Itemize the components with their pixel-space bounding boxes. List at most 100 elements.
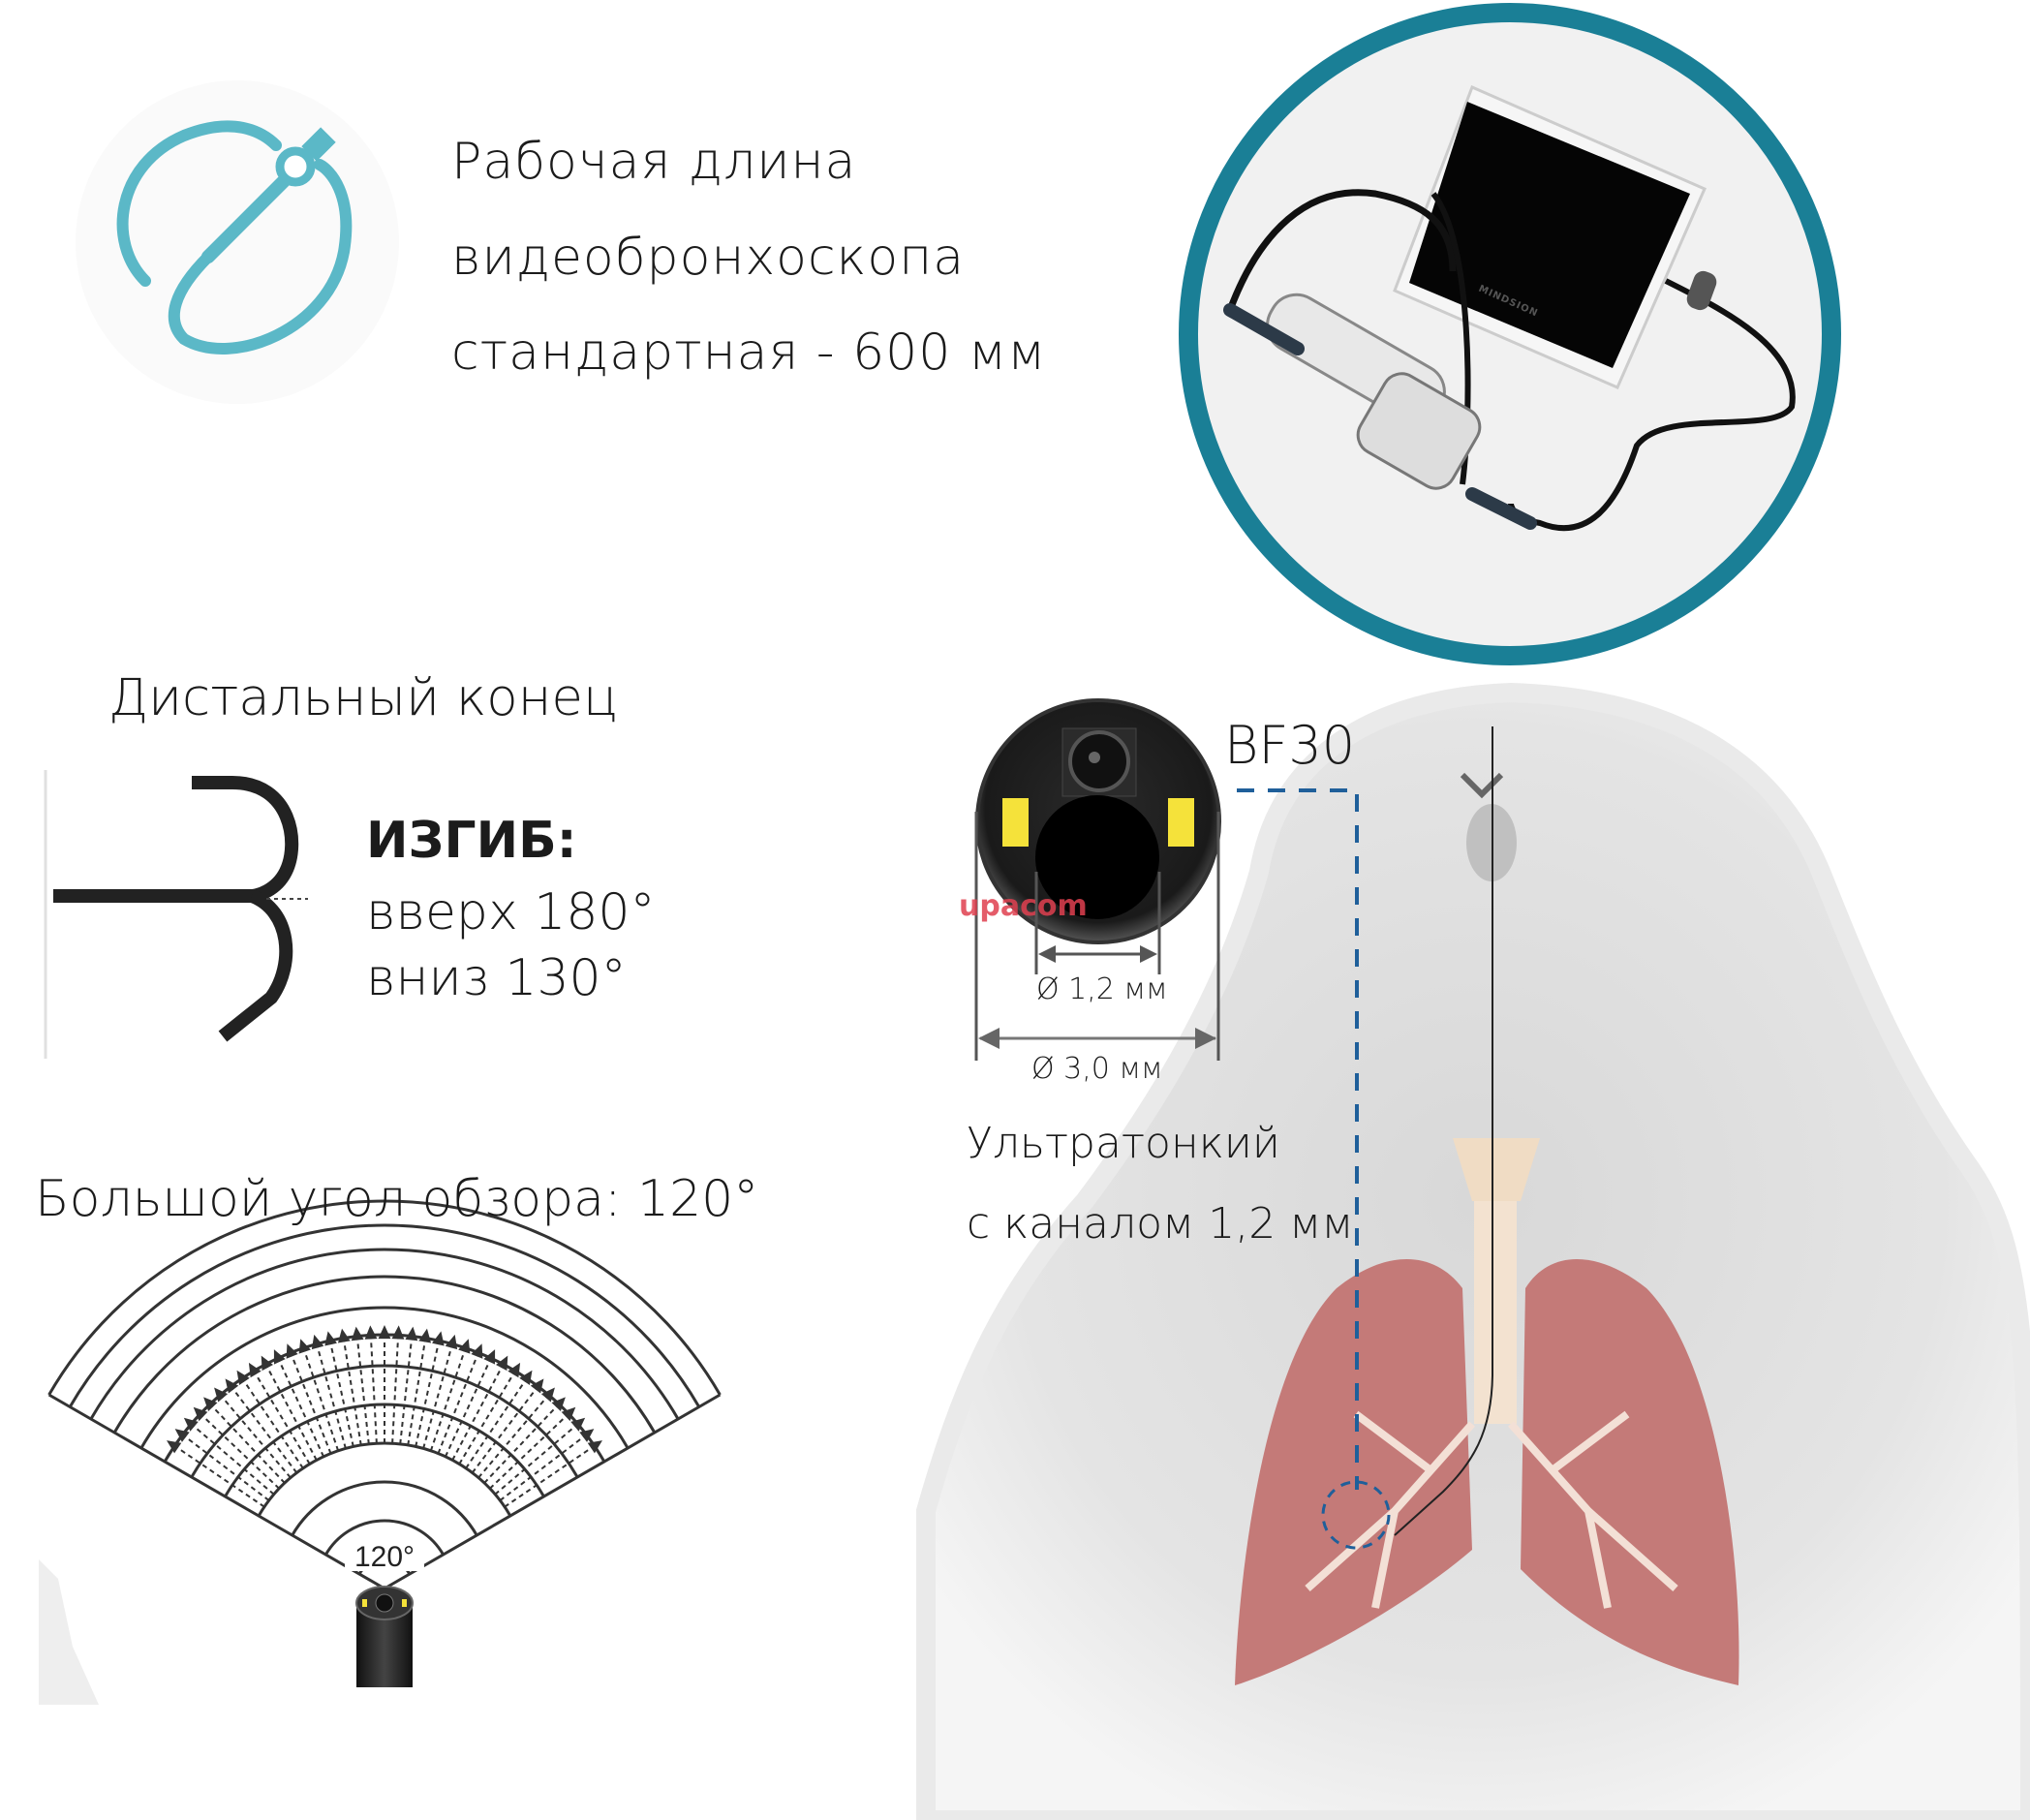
fan-arc — [47, 1199, 722, 1396]
fan-ray — [253, 1370, 311, 1465]
fan-arrowhead — [193, 1406, 208, 1422]
device-photo — [1179, 3, 1841, 665]
distal-end-title: Дистальный конец — [108, 668, 619, 727]
fan-ray — [328, 1340, 354, 1447]
fan-arrowhead — [587, 1440, 602, 1454]
fan-ray — [173, 1444, 265, 1508]
fan-ray — [316, 1343, 347, 1449]
fan-arrowhead — [508, 1362, 521, 1378]
bend-diagram — [44, 770, 308, 1059]
scope-tip-closeup — [974, 698, 1221, 1061]
scope-handle-image — [1223, 293, 1537, 530]
fan-arrowhead — [405, 1326, 418, 1342]
working-channel — [1035, 795, 1159, 919]
fan-arrowhead — [364, 1325, 378, 1340]
fan-arrowhead — [298, 1339, 311, 1354]
fan-arrowhead — [236, 1370, 250, 1386]
description-line-1: Ультратонкий — [967, 1119, 1280, 1168]
lungs — [1235, 1259, 1739, 1685]
fan-arc — [190, 1364, 579, 1478]
fan-ray — [355, 1336, 370, 1444]
fan-arrowhead — [248, 1362, 261, 1378]
fan-ray — [458, 1370, 516, 1465]
fan-arrowhead — [167, 1440, 182, 1454]
fan-arrowhead — [214, 1387, 229, 1403]
fan-ray — [302, 1347, 340, 1452]
fan-arrowhead — [483, 1349, 496, 1365]
fan-angle-label-bg — [345, 1540, 424, 1571]
led-left — [1002, 798, 1029, 847]
fan-arc — [112, 1275, 657, 1434]
fan-arrowhead — [286, 1343, 298, 1359]
fan-arrowhead — [432, 1331, 445, 1346]
fan-arrowhead — [579, 1429, 595, 1442]
fan-ray — [429, 1347, 467, 1452]
working-length-line-2: видеобронхоскопа — [451, 229, 966, 287]
fan-arrowhead — [261, 1355, 274, 1372]
fan-ray — [391, 1335, 400, 1444]
fan-ray — [499, 1434, 588, 1501]
fan-arc — [68, 1223, 701, 1408]
fan-edge — [384, 1393, 722, 1590]
fan-arrowhead — [225, 1378, 239, 1394]
bend-label: ИЗГИБ: — [366, 812, 577, 870]
fan-ray — [451, 1363, 505, 1461]
fan-arrowhead — [458, 1339, 471, 1354]
fan-ray — [477, 1394, 550, 1479]
monitor-image — [1393, 84, 1707, 389]
fan-arrowhead — [311, 1334, 324, 1350]
fan-arc — [89, 1248, 680, 1420]
channel-diameter: Ø 1,2 мм — [1036, 972, 1168, 1006]
view-angle-title: Большой угол обзора: 120° — [35, 1170, 759, 1228]
description-line-2: с каналом 1,2 мм — [967, 1199, 1354, 1249]
model-name: BF30 — [1224, 715, 1356, 776]
fan-edge — [47, 1393, 385, 1590]
fan-ray — [445, 1357, 492, 1458]
fan-ray — [494, 1423, 579, 1496]
fan-arrowhead — [351, 1326, 364, 1342]
fan-ray — [504, 1444, 596, 1508]
edge-artifact — [39, 1559, 99, 1705]
fan-ray — [465, 1377, 528, 1469]
working-length-line-3: стандартная - 600 мм — [451, 324, 1047, 382]
bend-up-value: вверх 180° — [366, 883, 656, 941]
fan-ray — [483, 1403, 560, 1484]
fan-ray — [200, 1412, 280, 1490]
fan-arc — [139, 1306, 630, 1449]
fan-ray — [415, 1340, 441, 1447]
fan-ray — [471, 1385, 539, 1474]
bronchoscope-icon — [76, 80, 399, 404]
outer-diameter: Ø 3,0 мм — [1031, 1052, 1163, 1086]
fan-ray — [181, 1434, 270, 1501]
fan-arrowhead — [471, 1343, 483, 1359]
fan-ray — [241, 1377, 304, 1469]
fan-arc — [291, 1480, 478, 1536]
scope-path-line — [1394, 726, 1493, 1536]
dashed-leader-line — [1237, 788, 1359, 1490]
trachea — [1453, 1138, 1540, 1424]
fan-ray — [190, 1423, 275, 1496]
fan-arrowhead — [561, 1406, 576, 1422]
fan-arrowhead — [540, 1387, 555, 1403]
fan-arrowhead — [174, 1429, 190, 1442]
fan-ray — [342, 1338, 362, 1446]
fan-arrowhead — [378, 1325, 391, 1340]
field-of-view-fan — [47, 1199, 722, 1590]
watermark: upacom — [959, 889, 1088, 923]
fan-arrowhead — [391, 1325, 405, 1340]
fan-arrowhead — [183, 1417, 199, 1432]
fan-ray — [489, 1412, 569, 1490]
fan-angle-label: 120° — [354, 1541, 415, 1573]
fan-scope-tip — [355, 1586, 414, 1687]
fan-ray — [422, 1343, 453, 1449]
fan-ray — [399, 1336, 414, 1444]
fan-arc — [257, 1441, 512, 1517]
fan-arrowhead — [551, 1397, 566, 1412]
fan-arrowhead — [324, 1331, 337, 1346]
fan-ray — [369, 1335, 378, 1444]
fan-arrowhead — [418, 1328, 432, 1343]
fan-ray — [264, 1363, 318, 1461]
fan-ray — [277, 1357, 324, 1458]
fan-arrowhead — [519, 1370, 533, 1386]
